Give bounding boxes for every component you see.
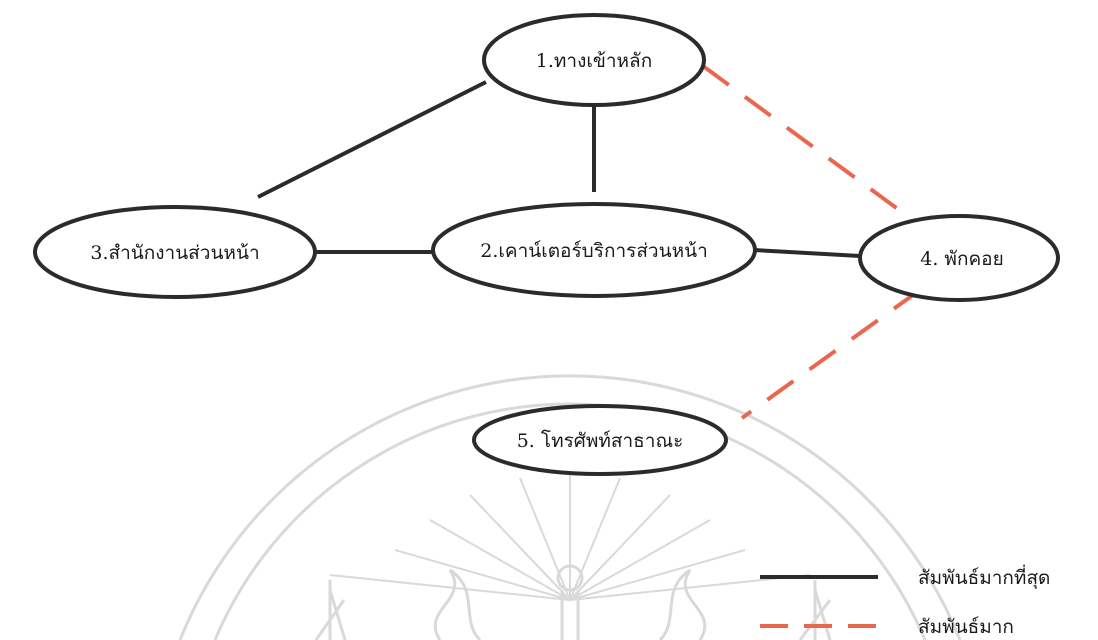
node-service-counter: 2.เคาน์เตอร์บริการส่วนหน้า (431, 202, 757, 298)
legend-strongest-label: สัมพันธ์มากที่สุด (918, 564, 1050, 590)
node-waiting-area: 4. พักคอย (858, 214, 1060, 302)
node-main-entrance: 1.ทางเข้าหลัก (482, 13, 706, 107)
edge-waiting-phone (740, 288, 922, 420)
edge-entrance-waiting (701, 64, 912, 220)
node-front-office: 3.สำนักงานส่วนหน้า (33, 205, 317, 299)
node-waiting-area-label: 4. พักคอย (920, 248, 1003, 270)
legend: สัมพันธ์มากที่สุด สัมพันธ์มาก (760, 564, 1050, 638)
node-service-counter-label: 2.เคาน์เตอร์บริการส่วนหน้า (480, 240, 708, 262)
node-main-entrance-label: 1.ทางเข้าหลัก (536, 50, 652, 72)
university-seal-watermark (178, 374, 962, 640)
node-public-phone-label: 5. โทรศัพท์สาธาณะ (517, 429, 684, 452)
edge-entrance-office (257, 80, 487, 199)
node-public-phone: 5. โทรศัพท์สาธาณะ (472, 404, 728, 476)
legend-strong-label: สัมพันธ์มาก (918, 616, 1014, 638)
node-front-office-label: 3.สำนักงานส่วนหน้า (90, 242, 259, 264)
edge-counter-waiting (753, 248, 861, 258)
